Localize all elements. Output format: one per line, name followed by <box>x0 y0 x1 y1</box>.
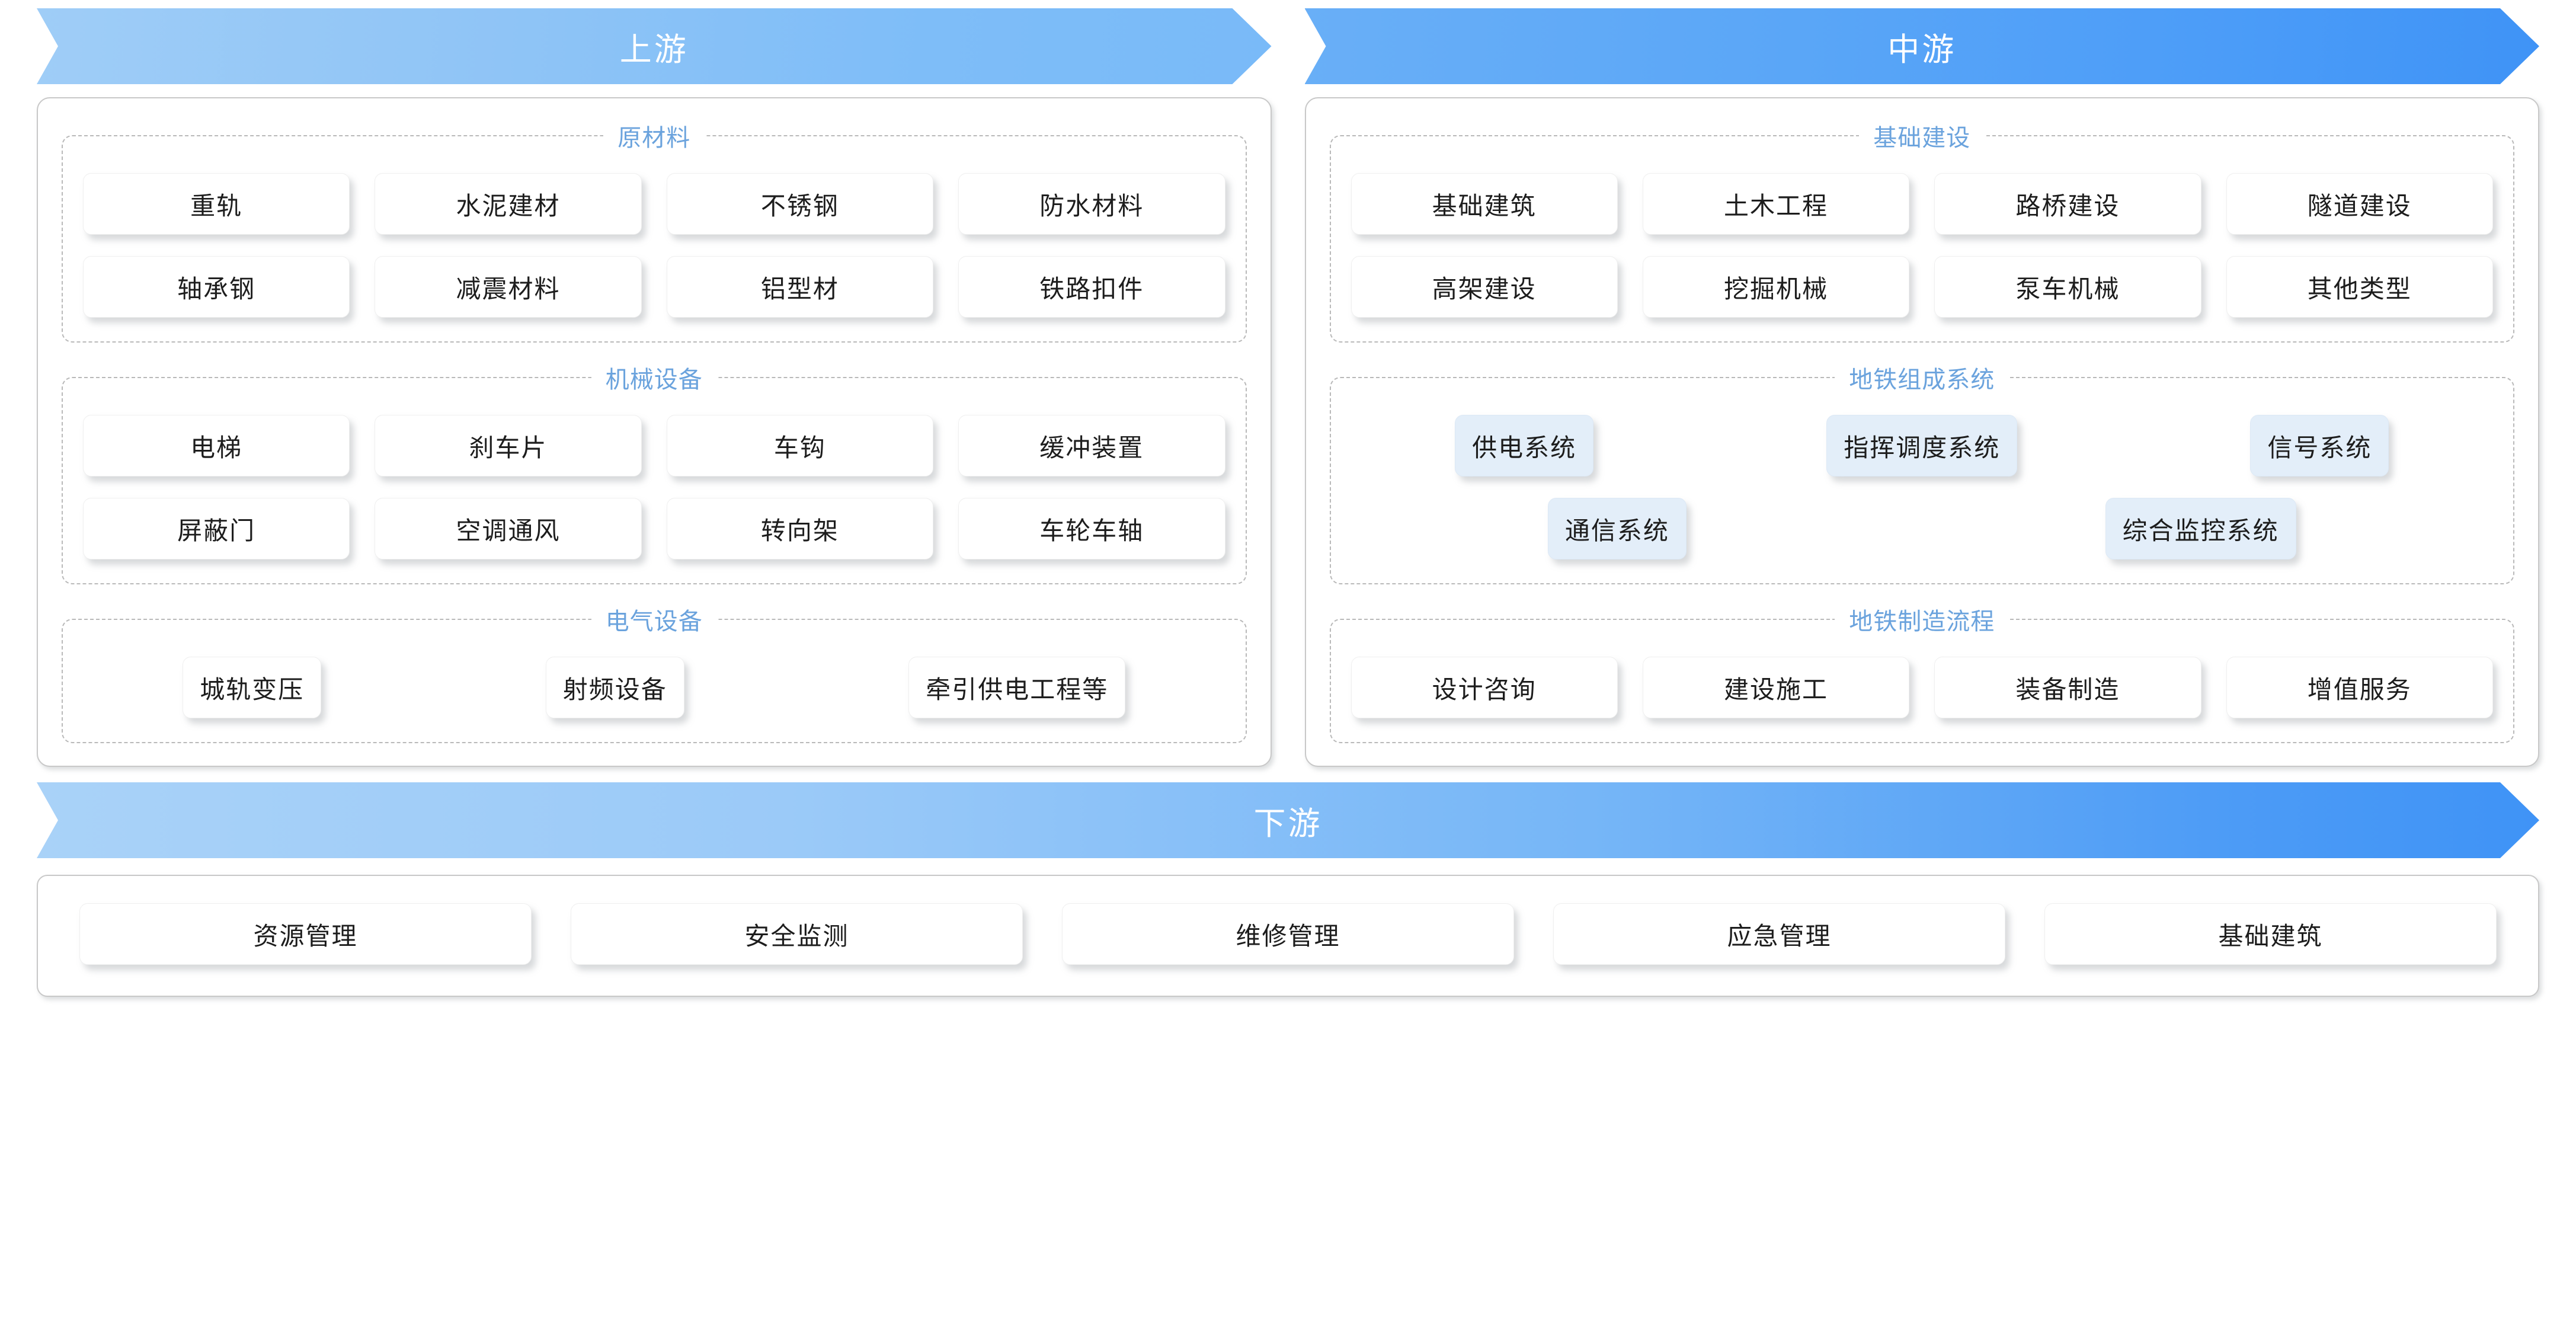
banner-downstream-label: 下游 <box>1253 805 1323 842</box>
banner-midstream-label: 中游 <box>1887 31 1957 68</box>
chip-不锈钢[interactable]: 不锈钢 <box>666 173 934 235</box>
group-电气设备: 电气设备城轨变压 射频设备 牵引供电工程等 <box>62 602 1247 743</box>
chip-路桥建设[interactable]: 路桥建设 <box>1934 173 2201 235</box>
chip-车轮车轴[interactable]: 车轮车轴 <box>958 498 1225 559</box>
chip-增值服务[interactable]: 增值服务 <box>2226 657 2493 718</box>
chip-铝型材[interactable]: 铝型材 <box>666 256 934 318</box>
chip-综合监控系统[interactable]: 综合监控系统 <box>2105 498 2296 559</box>
chip-row: 基础建筑土木工程路桥建设隧道建设 <box>1351 173 2493 235</box>
chip-射频设备[interactable]: 射频设备 <box>545 657 684 718</box>
chip-电梯[interactable]: 电梯 <box>83 415 350 476</box>
group-title: 基础建设 <box>1873 125 1971 151</box>
banner-downstream: 下游 <box>37 782 2539 858</box>
downstream-item-row: 资源管理安全监测维修管理应急管理基础建筑 <box>79 903 2497 965</box>
group-title: 机械设备 <box>605 367 703 393</box>
chip-其他类型[interactable]: 其他类型 <box>2226 256 2493 318</box>
group-body: 基础建筑土木工程路桥建设隧道建设高架建设挖掘机械泵车机械其他类型 <box>1351 173 2493 318</box>
group-body: 城轨变压 射频设备 牵引供电工程等 <box>83 657 1225 718</box>
chip-row: 供电系统 指挥调度系统 信号系统 <box>1351 415 2494 476</box>
chip-row: 城轨变压 射频设备 牵引供电工程等 <box>83 657 1225 718</box>
chip-基础建筑[interactable]: 基础建筑 <box>1351 173 1618 235</box>
chip-屏蔽门[interactable]: 屏蔽门 <box>83 498 350 559</box>
chip-供电系统[interactable]: 供电系统 <box>1455 415 1594 476</box>
chip-row: 轴承钢减震材料铝型材铁路扣件 <box>83 256 1225 318</box>
chip-row: 屏蔽门空调通风转向架车轮车轴 <box>83 498 1225 559</box>
group-基础建设: 基础建设基础建筑土木工程路桥建设隧道建设高架建设挖掘机械泵车机械其他类型 <box>1329 119 2514 343</box>
chip-挖掘机械[interactable]: 挖掘机械 <box>1642 256 1910 318</box>
chip-铁路扣件[interactable]: 铁路扣件 <box>958 256 1225 318</box>
chip-缓冲装置[interactable]: 缓冲装置 <box>958 415 1225 476</box>
chip-牵引供电工程等[interactable]: 牵引供电工程等 <box>908 657 1126 718</box>
chip-减震材料[interactable]: 减震材料 <box>375 256 642 318</box>
group-title: 地铁组成系统 <box>1849 367 1995 393</box>
chip-高架建设[interactable]: 高架建设 <box>1351 256 1618 318</box>
group-title: 地铁制造流程 <box>1849 609 1995 635</box>
group-body: 电梯刹车片车钩缓冲装置屏蔽门空调通风转向架车轮车轴 <box>83 415 1225 559</box>
banner-upstream-label: 上游 <box>619 31 689 68</box>
group-title: 电气设备 <box>605 609 703 635</box>
chip-轴承钢[interactable]: 轴承钢 <box>83 256 350 318</box>
chip-资源管理[interactable]: 资源管理 <box>79 903 532 965</box>
chip-基础建筑[interactable]: 基础建筑 <box>2044 903 2497 965</box>
chip-城轨变压[interactable]: 城轨变压 <box>183 657 322 718</box>
chip-隧道建设[interactable]: 隧道建设 <box>2226 173 2493 235</box>
chip-车钩[interactable]: 车钩 <box>666 415 934 476</box>
group-body: 设计咨询建设施工装备制造增值服务 <box>1351 657 2493 718</box>
chip-维修管理[interactable]: 维修管理 <box>1062 903 1514 965</box>
group-原材料: 原材料重轨水泥建材不锈钢防水材料轴承钢减震材料铝型材铁路扣件 <box>62 119 1247 343</box>
chip-泵车机械[interactable]: 泵车机械 <box>1934 256 2201 318</box>
chip-row: 高架建设挖掘机械泵车机械其他类型 <box>1351 256 2493 318</box>
top-banner-row: 上游 中游 <box>0 0 2576 84</box>
group-body: 重轨水泥建材不锈钢防水材料轴承钢减震材料铝型材铁路扣件 <box>83 173 1225 318</box>
group-地铁制造流程: 地铁制造流程设计咨询建设施工装备制造增值服务 <box>1329 602 2514 743</box>
chain-columns: 原材料重轨水泥建材不锈钢防水材料轴承钢减震材料铝型材铁路扣件机械设备电梯刹车片车… <box>0 84 2576 767</box>
chip-装备制造[interactable]: 装备制造 <box>1934 657 2201 718</box>
chip-转向架[interactable]: 转向架 <box>666 498 934 559</box>
chip-重轨[interactable]: 重轨 <box>83 173 350 235</box>
chip-刹车片[interactable]: 刹车片 <box>375 415 642 476</box>
chip-水泥建材[interactable]: 水泥建材 <box>375 173 642 235</box>
column-midstream: 基础建设基础建筑土木工程路桥建设隧道建设高架建设挖掘机械泵车机械其他类型地铁组成… <box>1304 97 2539 767</box>
chip-应急管理[interactable]: 应急管理 <box>1553 903 2005 965</box>
chip-建设施工[interactable]: 建设施工 <box>1642 657 1910 718</box>
chip-防水材料[interactable]: 防水材料 <box>958 173 1225 235</box>
downstream-banner-row: 下游 <box>0 767 2576 858</box>
chip-安全监测[interactable]: 安全监测 <box>571 903 1023 965</box>
chip-row: 重轨水泥建材不锈钢防水材料 <box>83 173 1225 235</box>
group-body: 供电系统 指挥调度系统 信号系统通信系统 综合监控系统 <box>1351 415 2494 559</box>
chip-row: 设计咨询建设施工装备制造增值服务 <box>1351 657 2493 718</box>
group-title: 原材料 <box>617 125 691 151</box>
column-upstream: 原材料重轨水泥建材不锈钢防水材料轴承钢减震材料铝型材铁路扣件机械设备电梯刹车片车… <box>37 97 1272 767</box>
group-地铁组成系统: 地铁组成系统供电系统 指挥调度系统 信号系统通信系统 综合监控系统 <box>1329 360 2514 584</box>
chip-通信系统[interactable]: 通信系统 <box>1547 498 1687 559</box>
downstream-card: 资源管理安全监测维修管理应急管理基础建筑 <box>37 875 2539 997</box>
chip-row: 电梯刹车片车钩缓冲装置 <box>83 415 1225 476</box>
chip-信号系统[interactable]: 信号系统 <box>2250 415 2389 476</box>
banner-midstream: 中游 <box>1305 8 2540 84</box>
chip-row: 通信系统 综合监控系统 <box>1351 498 2494 559</box>
chip-空调通风[interactable]: 空调通风 <box>375 498 642 559</box>
banner-upstream: 上游 <box>37 8 1272 84</box>
chip-土木工程[interactable]: 土木工程 <box>1642 173 1910 235</box>
chip-指挥调度系统[interactable]: 指挥调度系统 <box>1826 415 2018 476</box>
chip-设计咨询[interactable]: 设计咨询 <box>1351 657 1618 718</box>
group-机械设备: 机械设备电梯刹车片车钩缓冲装置屏蔽门空调通风转向架车轮车轴 <box>62 360 1247 584</box>
